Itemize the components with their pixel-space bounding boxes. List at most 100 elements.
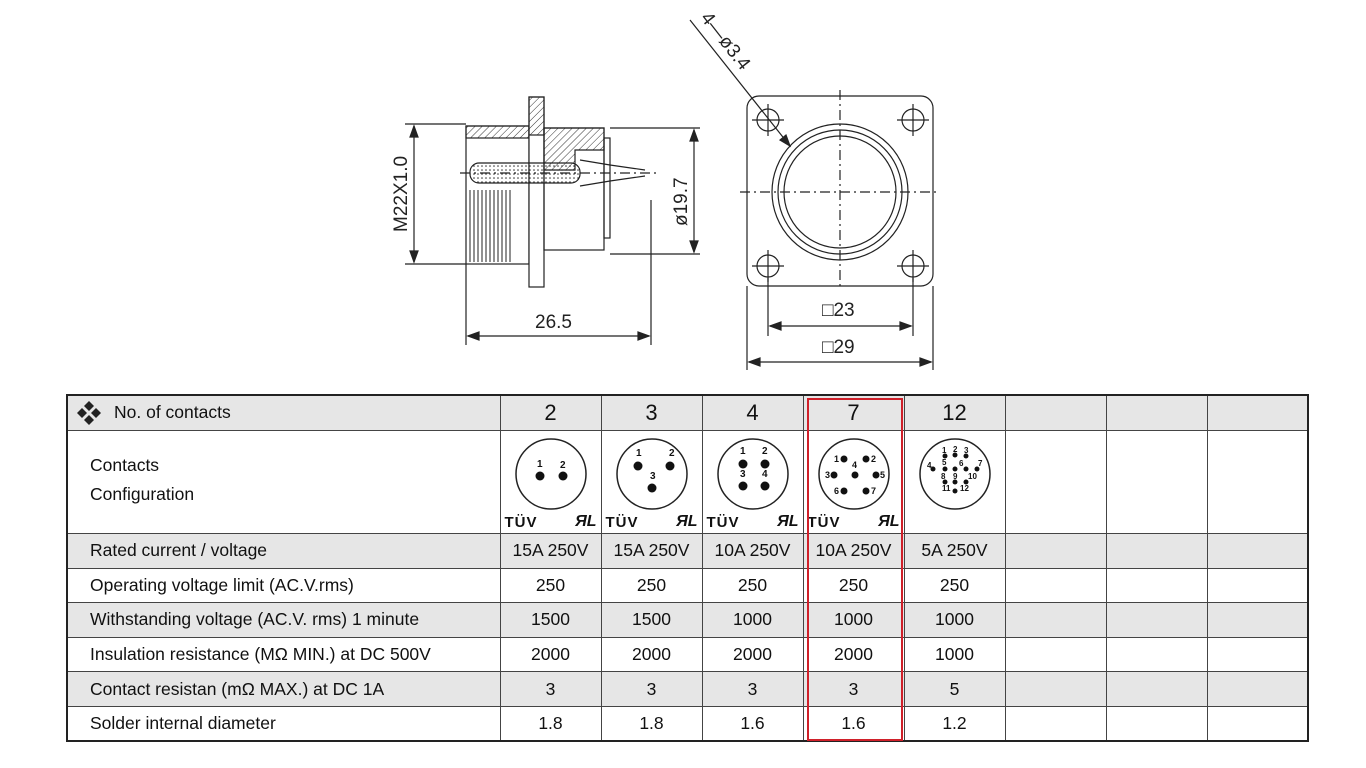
spec-row-label: Contact resistan (mΩ MAX.) at DC 1A bbox=[66, 671, 501, 707]
spec-row: Insulation resistance (MΩ MIN.) at DC 50… bbox=[66, 636, 1309, 673]
spec-value-cell: 15A 250V bbox=[499, 532, 602, 569]
spec-value-cell: 3 bbox=[499, 671, 602, 707]
contacts-header-label: No. of contacts bbox=[114, 402, 231, 423]
spec-value-cell bbox=[1105, 532, 1208, 569]
contacts-header-label-cell: No. of contacts bbox=[66, 394, 501, 431]
ul-mark: ЯL bbox=[676, 512, 698, 530]
contact-count-cell: 3 bbox=[600, 394, 703, 431]
configuration-label-cell: Contacts Configuration bbox=[66, 429, 501, 534]
pin-number: 1 bbox=[636, 448, 642, 459]
contact-count-cell: 7 bbox=[802, 394, 905, 431]
ul-mark: ЯL bbox=[878, 512, 900, 530]
pin-number: 7 bbox=[871, 486, 876, 496]
certification-marks: TÜV ЯL bbox=[705, 513, 801, 531]
spec-value-cell bbox=[1206, 636, 1309, 673]
pin-number: 1 bbox=[740, 446, 746, 457]
spec-row-label: Operating voltage limit (AC.V.rms) bbox=[66, 567, 501, 604]
spec-value-cell: 250 bbox=[903, 567, 1006, 604]
spec-row-label: Insulation resistance (MΩ MIN.) at DC 50… bbox=[66, 636, 501, 673]
pin-layout-7-cell: 1 2 3 4 5 6 7 TÜV ЯL bbox=[802, 429, 905, 534]
spec-value-cell: 1000 bbox=[701, 602, 804, 638]
empty-cell bbox=[1105, 429, 1208, 534]
spec-value-cell: 250 bbox=[802, 567, 905, 604]
spec-value-cell bbox=[1206, 567, 1309, 604]
configuration-label-line1: Contacts bbox=[90, 454, 160, 475]
spec-value-cell: 1500 bbox=[499, 602, 602, 638]
spec-value-cell bbox=[1206, 705, 1309, 742]
spec-value-cell: 1500 bbox=[600, 602, 703, 638]
spec-value-cell bbox=[1206, 602, 1309, 638]
spec-value-cell bbox=[1206, 671, 1309, 707]
empty-cell bbox=[1004, 429, 1107, 534]
spec-value-cell: 1.8 bbox=[600, 705, 703, 742]
spec-table: No. of contacts 2 3 4 7 12 Contacts Conf… bbox=[66, 394, 1309, 742]
pin-number: 3 bbox=[825, 470, 830, 480]
spec-value-cell: 1000 bbox=[903, 602, 1006, 638]
empty-cell bbox=[1206, 429, 1309, 534]
certification-marks: TÜV ЯL bbox=[604, 512, 700, 531]
pin-layout-12-diagram: 1 2 3 4 5 6 7 8 9 10 11 12 bbox=[918, 437, 991, 510]
tuv-mark: TÜV bbox=[504, 513, 538, 531]
spec-value-cell: 1000 bbox=[802, 602, 905, 638]
spec-value-cell bbox=[1206, 532, 1309, 569]
ul-mark: ЯL bbox=[575, 512, 597, 530]
spec-value-cell: 10A 250V bbox=[802, 532, 905, 569]
pin-number: 9 bbox=[953, 472, 958, 481]
pin-layout-3-diagram: 1 2 3 bbox=[615, 437, 688, 510]
spec-value-cell: 1.8 bbox=[499, 705, 602, 742]
pin-number: 4 bbox=[927, 461, 932, 470]
pin-layout-4-cell: 1 2 3 4 TÜV ЯL bbox=[701, 429, 804, 534]
spec-value-cell: 250 bbox=[701, 567, 804, 604]
contact-count-cell: 12 bbox=[903, 394, 1006, 431]
spec-value-cell bbox=[1004, 705, 1107, 742]
spec-value-cell bbox=[1004, 636, 1107, 673]
spec-value-cell: 3 bbox=[802, 671, 905, 707]
spec-value-cell: 5A 250V bbox=[903, 532, 1006, 569]
diamond-cluster-icon bbox=[77, 400, 101, 425]
pin-number: 2 bbox=[560, 460, 566, 471]
outer-square-dimension-label: □29 bbox=[822, 337, 855, 358]
spec-row: Withstanding voltage (AC.V. rms) 1 minut… bbox=[66, 602, 1309, 638]
spec-row-label: Rated current / voltage bbox=[66, 532, 501, 569]
spec-value-cell bbox=[1004, 602, 1107, 638]
spec-value-cell bbox=[1105, 636, 1208, 673]
pin-number: 1 bbox=[537, 459, 543, 470]
length-dimension-label: 26.5 bbox=[535, 312, 572, 333]
spec-value-cell bbox=[1105, 567, 1208, 604]
pin-number: 6 bbox=[959, 459, 964, 468]
certification-marks: TÜV ЯL bbox=[806, 512, 902, 531]
spec-value-cell: 2000 bbox=[499, 636, 602, 673]
spec-value-cell bbox=[1004, 532, 1107, 569]
pin-number: 7 bbox=[978, 459, 983, 468]
spec-row-label: Withstanding voltage (AC.V. rms) 1 minut… bbox=[66, 602, 501, 638]
spec-value-cell: 3 bbox=[701, 671, 804, 707]
pin-number: 2 bbox=[953, 445, 958, 454]
spec-value-cell: 2000 bbox=[802, 636, 905, 673]
pin-layout-4-diagram: 1 2 3 4 bbox=[716, 437, 789, 510]
contact-count-cell: 2 bbox=[499, 394, 602, 431]
connector-technical-drawing: 4—ø3.4 M22X1.0 ø19.7 26.5 □23 □29 bbox=[375, 6, 980, 374]
contact-count-cell bbox=[1004, 394, 1107, 431]
spec-value-cell: 1.6 bbox=[802, 705, 905, 742]
spec-value-cell: 15A 250V bbox=[600, 532, 703, 569]
configuration-label-line2: Configuration bbox=[90, 483, 195, 504]
pin-layout-7-diagram: 1 2 3 4 5 6 7 bbox=[817, 437, 890, 510]
pin-number: 2 bbox=[669, 448, 675, 459]
spec-value-cell: 1000 bbox=[903, 636, 1006, 673]
contact-count-cell: 4 bbox=[701, 394, 804, 431]
spec-value-cell bbox=[1004, 567, 1107, 604]
pin-number: 5 bbox=[880, 470, 885, 480]
pin-layout-3-cell: 1 2 3 TÜV ЯL bbox=[600, 429, 703, 534]
pin-number: 1 bbox=[942, 446, 947, 455]
pin-number: 3 bbox=[650, 471, 656, 482]
pin-number: 3 bbox=[740, 469, 746, 480]
spec-value-cell bbox=[1105, 705, 1208, 742]
contact-count-cell bbox=[1206, 394, 1309, 431]
spec-value-cell: 10A 250V bbox=[701, 532, 804, 569]
pin-number: 4 bbox=[852, 460, 857, 470]
certification-marks: TÜV ЯL bbox=[503, 512, 599, 531]
pin-layout-2-diagram: 1 2 bbox=[514, 437, 587, 510]
